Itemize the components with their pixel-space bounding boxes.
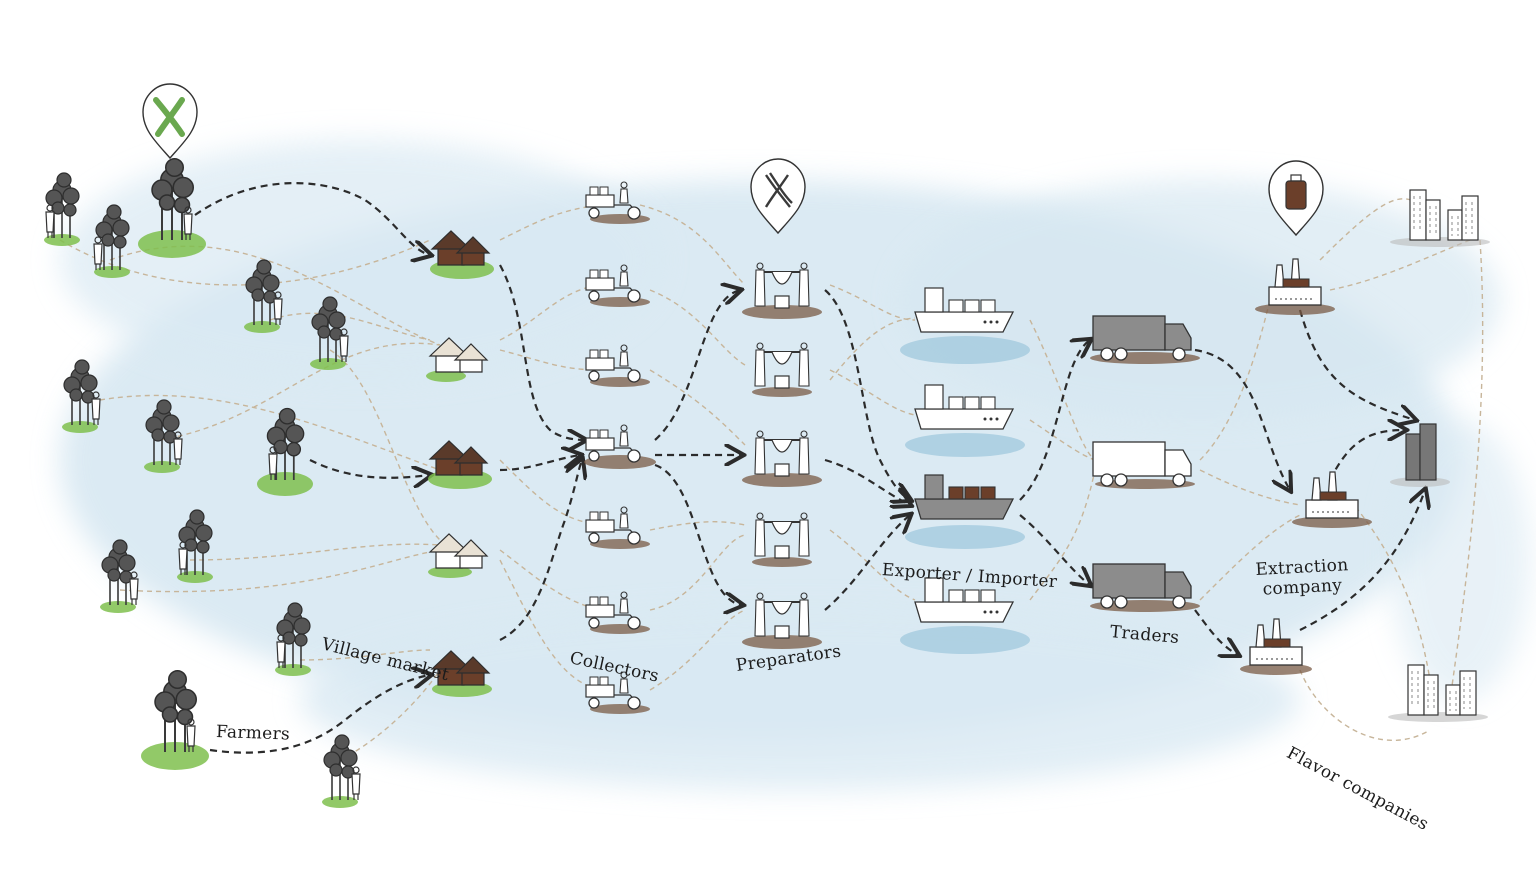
label-extraction-company: Extraction company bbox=[1254, 555, 1349, 600]
main-flow-lines bbox=[194, 182, 1425, 754]
extraction-company-group bbox=[1240, 258, 1372, 675]
farmers-group bbox=[44, 157, 361, 808]
green-vanilla-pod-pin-icon bbox=[142, 83, 198, 160]
exporter-importer-group bbox=[900, 287, 1030, 654]
label-farmers: Farmers bbox=[215, 722, 291, 745]
preparators-group bbox=[742, 262, 822, 649]
cured-vanilla-bean-pin-icon bbox=[750, 158, 806, 235]
collectors-group bbox=[584, 181, 656, 714]
village-market-group bbox=[426, 230, 494, 697]
vanilla-extract-bottle-pin-icon bbox=[1268, 160, 1324, 237]
flavor-companies-group bbox=[1388, 189, 1490, 722]
traders-group bbox=[1090, 315, 1200, 612]
watercolor-background bbox=[60, 140, 1530, 790]
